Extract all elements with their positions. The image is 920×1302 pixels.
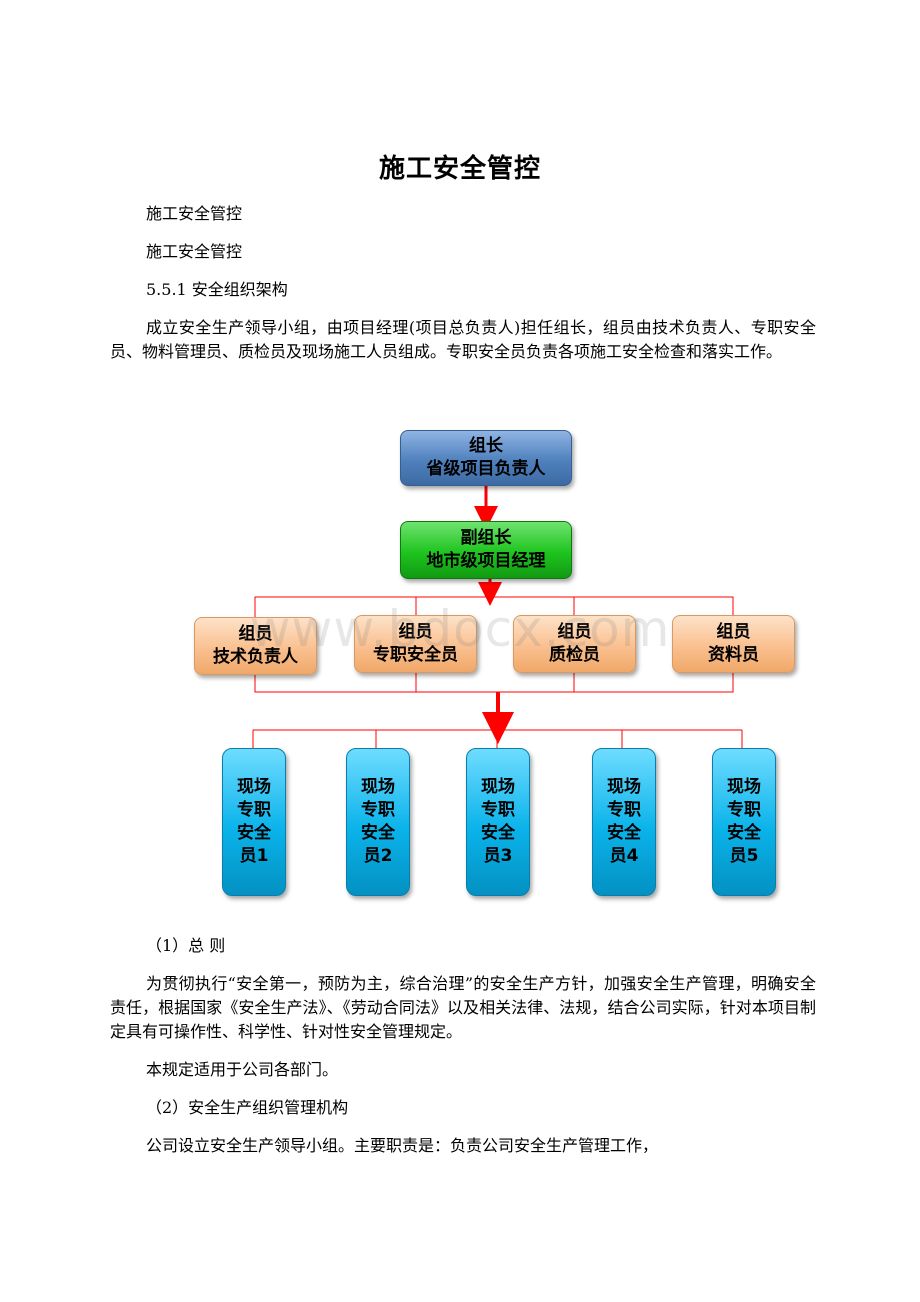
site-staff-text: 安全	[361, 823, 395, 843]
site-staff-text: 员4	[609, 846, 639, 866]
member-title: 技术负责人	[213, 647, 298, 667]
member-role: 组员	[557, 622, 592, 642]
site-staff-text: 安全	[727, 823, 761, 843]
site-staff-text: 专职	[237, 800, 271, 820]
site-staff-text: 员3	[483, 846, 513, 866]
site-staff-text: 现场	[607, 777, 641, 797]
paragraph-2: 施工安全管控	[146, 242, 243, 261]
member-title: 资料员	[708, 645, 759, 665]
member-box-safety: 组员 专职安全员	[354, 615, 477, 673]
site-staff-text: 现场	[361, 777, 395, 797]
paragraph-1: 施工安全管控	[146, 204, 243, 223]
deputy-title: 地市级项目经理	[426, 551, 546, 571]
member-title: 专职安全员	[373, 645, 458, 665]
site-staff-box-3: 现场 专职 安全 员3	[466, 748, 530, 896]
site-staff-box-2: 现场 专职 安全 员2	[346, 748, 410, 896]
page-title: 施工安全管控	[378, 154, 541, 184]
member-box-records: 组员 资料员	[672, 615, 795, 673]
section-heading: 5.5.1 安全组织架构	[146, 280, 288, 299]
site-staff-text: 安全	[607, 823, 641, 843]
site-staff-text: 专职	[727, 800, 761, 820]
site-staff-box-1: 现场 专职 安全 员1	[222, 748, 286, 896]
member-frame	[254, 596, 734, 693]
deputy-box: 副组长 地市级项目经理	[400, 521, 572, 579]
site-staff-text: 员5	[729, 846, 759, 866]
site-staff-text: 现场	[481, 777, 515, 797]
site-staff-box-4: 现场 专职 安全 员4	[592, 748, 656, 896]
site-staff-text: 现场	[237, 777, 271, 797]
member-role: 组员	[716, 622, 751, 642]
paragraph-scope: 本规定适用于公司各部门。	[146, 1060, 339, 1079]
site-staff-text: 员1	[239, 846, 269, 866]
member-role: 组员	[398, 622, 433, 642]
member-box-quality: 组员 质检员	[513, 615, 636, 673]
deputy-role: 副组长	[460, 528, 512, 548]
site-staff-text: 安全	[481, 823, 515, 843]
section-general: （1）总 则	[146, 936, 226, 955]
site-staff-box-5: 现场 专职 安全 员5	[712, 748, 776, 896]
site-staff-text: 专职	[361, 800, 395, 820]
site-staff-text: 专职	[481, 800, 515, 820]
site-staff-text: 安全	[237, 823, 271, 843]
site-staff-text: 专职	[607, 800, 641, 820]
paragraph-policy: 为贯彻执行“安全第一，预防为主，综合治理”的安全生产方针，加强安全生产管理，明确…	[110, 974, 816, 1041]
site-staff-text: 现场	[727, 777, 761, 797]
paragraph-intro: 成立安全生产领导小组，由项目经理(项目总负责人)担任组长，组员由技术负责人、专职…	[110, 318, 816, 361]
paragraph-duties: 公司设立安全生产领导小组。主要职责是：负责公司安全生产管理工作，	[146, 1136, 659, 1155]
leader-title: 省级项目负责人	[426, 459, 546, 479]
site-staff-text: 员2	[363, 846, 393, 866]
leader-role: 组长	[469, 436, 503, 456]
member-role: 组员	[238, 624, 273, 644]
section-organization: （2）安全生产组织管理机构	[146, 1098, 349, 1117]
leader-box: 组长 省级项目负责人	[400, 430, 572, 486]
member-title: 质检员	[549, 645, 600, 665]
member-box-tech: 组员 技术负责人	[194, 617, 317, 675]
